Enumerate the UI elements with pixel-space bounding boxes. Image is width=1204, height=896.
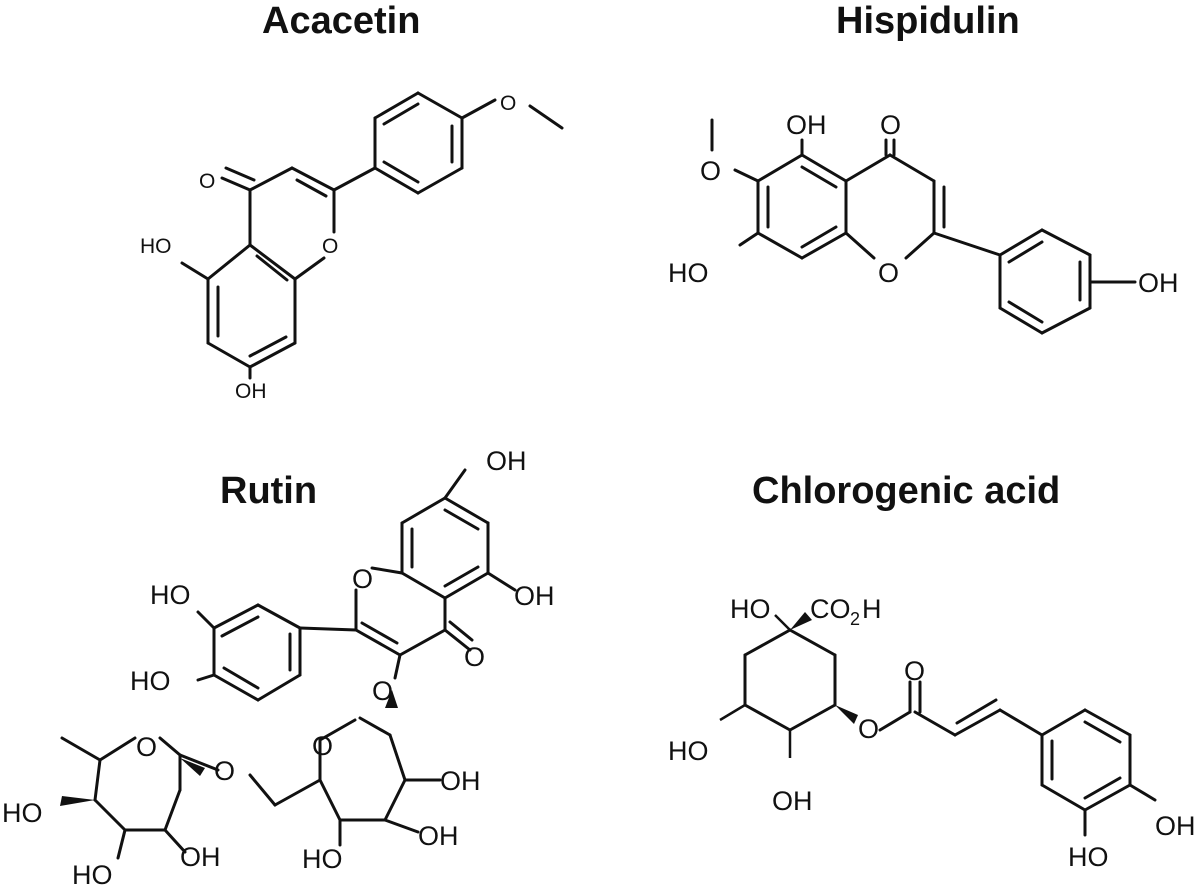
atom-label: O <box>858 714 879 744</box>
atom-label: OH <box>180 842 221 872</box>
atom-label: HO <box>668 736 709 766</box>
atom-label: O <box>700 156 721 186</box>
atom-label: HO <box>668 258 709 288</box>
atom-label: O <box>880 110 901 140</box>
atom-label: O <box>878 258 899 288</box>
atom-label: OH <box>235 380 267 403</box>
atom-label: O <box>322 235 338 258</box>
atom-label: HO <box>302 844 343 874</box>
title-rutin: Rutin <box>220 470 318 512</box>
atom-label: OH <box>418 821 459 851</box>
atom-label: O <box>136 732 157 762</box>
title-acacetin: Acacetin <box>262 0 421 42</box>
atom-label: OH <box>440 766 481 796</box>
atom-label: HO <box>130 666 171 696</box>
atom-label: 2 <box>850 609 860 629</box>
atom-label: O <box>199 170 215 193</box>
atom-label: CO <box>810 594 851 624</box>
atom-label: O <box>312 731 333 761</box>
structure-rutin: OH OH O O O HO HO O OH OH HO O O HO OH H… <box>2 446 555 890</box>
atom-label: OH <box>1138 268 1179 298</box>
structure-hispidulin: OH O O HO O OH <box>668 110 1179 335</box>
atom-label: OH <box>514 581 555 611</box>
structure-acacetin: O O HO OH O <box>140 91 564 403</box>
atom-label: HO <box>730 594 771 624</box>
title-hispidulin: Hispidulin <box>836 0 1020 42</box>
atom-label: O <box>214 756 235 786</box>
atom-label: OH <box>786 110 827 140</box>
atom-label: OH <box>772 786 813 816</box>
atom-label: HO <box>150 580 191 610</box>
structure-chlorogenic-acid: HO CO 2 H HO OH O O OH HO <box>668 594 1196 872</box>
atom-label: O <box>904 656 925 686</box>
atom-label: HO <box>140 235 172 258</box>
atom-label: O <box>372 676 393 706</box>
atom-label: HO <box>2 798 43 828</box>
title-chlorogenic-acid: Chlorogenic acid <box>752 470 1061 512</box>
atom-label: HO <box>72 860 113 890</box>
atom-label: O <box>464 642 485 672</box>
atom-label: OH <box>1155 811 1196 841</box>
atom-label: HO <box>1068 842 1109 872</box>
atom-label: H <box>862 594 882 624</box>
atom-label: O <box>500 92 516 115</box>
atom-label: O <box>352 564 373 594</box>
atom-label: OH <box>486 446 527 476</box>
